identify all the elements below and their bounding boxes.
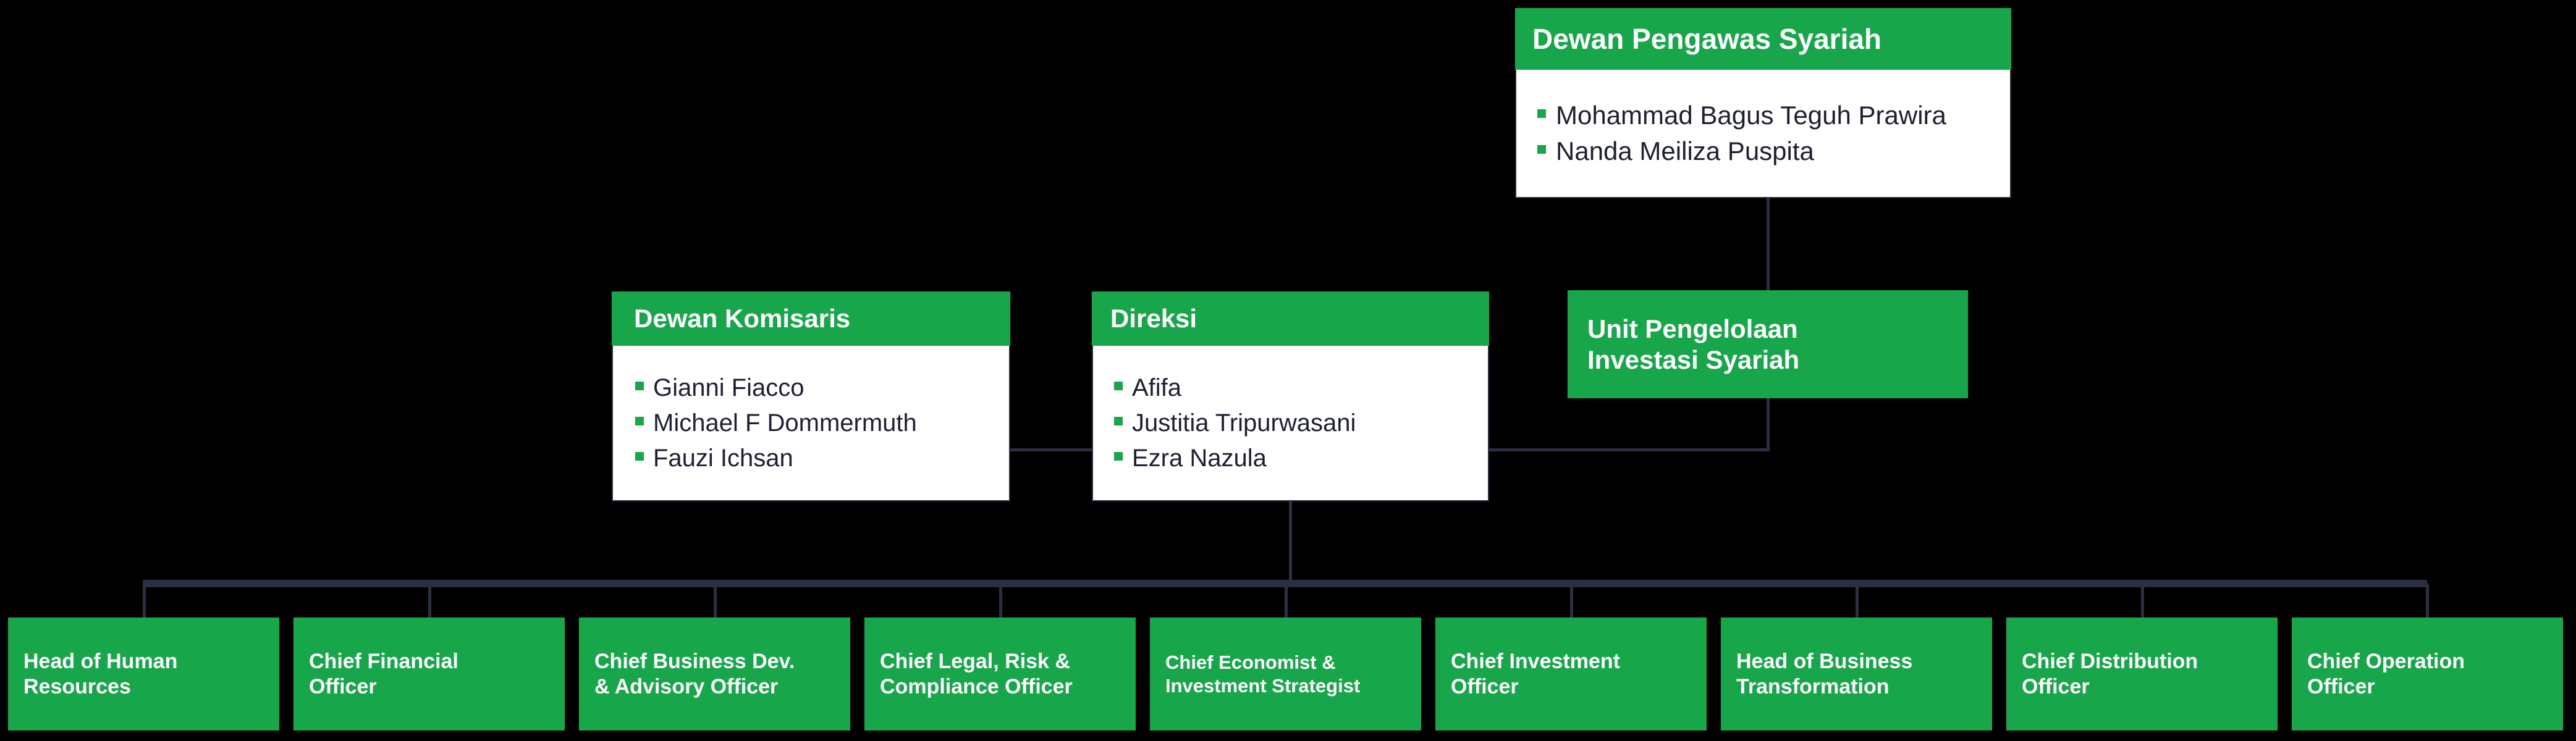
connector-upis-to-direksi — [1488, 448, 1770, 451]
connector-komisaris-to-direksi — [1007, 448, 1095, 451]
member-list-dewan-pengawas-syariah: Mohammad Bagus Teguh Prawira Nanda Meili… — [1532, 95, 1994, 172]
node-title-direksi: Direksi — [1092, 291, 1489, 346]
connector-dps-to-upis — [1767, 198, 1770, 292]
connector-upis-down — [1767, 398, 1770, 451]
node-unit-pengelolaan-investasi-syariah[interactable]: Unit Pengelolaan Investasi Syariah — [1568, 290, 1968, 398]
officer-line-2: Compliance Officer — [880, 674, 1073, 698]
officer-line-2: & Advisory Officer — [594, 674, 779, 698]
officer-label: Chief Investment Officer — [1451, 649, 1620, 700]
member-name: Michael F Dommermuth — [653, 409, 917, 437]
officer-line-1: Chief Financial — [309, 649, 458, 673]
officer-label: Head of Business Transformation — [1736, 649, 1912, 700]
node-officer-chief-legal-risk-compliance-officer[interactable]: Chief Legal, Risk & Compliance Officer — [864, 618, 1136, 731]
title-line-1: Unit Pengelolaan — [1587, 314, 1798, 343]
member-name: Fauzi Ichsan — [653, 445, 793, 472]
officer-line-1: Head of Human — [23, 649, 178, 673]
officer-line-1: Chief Economist & — [1165, 651, 1336, 674]
node-title-unit-pengelolaan-investasi-syariah: Unit Pengelolaan Investasi Syariah — [1587, 314, 1799, 375]
officer-line-2: Officer — [2022, 674, 2090, 698]
officer-line-1: Chief Investment — [1451, 649, 1620, 673]
member-name: Afifa — [1132, 374, 1182, 401]
node-officer-chief-business-dev-advisory-officer[interactable]: Chief Business Dev. & Advisory Officer — [579, 618, 850, 731]
officer-line-1: Chief Business Dev. — [594, 649, 795, 673]
title-line-2: Investasi Syariah — [1587, 345, 1800, 374]
officer-line-2: Resources — [23, 674, 131, 698]
node-dewan-pengawas-syariah[interactable]: Dewan Pengawas Syariah Mohammad Bagus Te… — [1515, 8, 2011, 198]
square-bullet-icon — [1114, 417, 1123, 425]
node-body-direksi: Afifa Justitia Tripurwasani Ezra Nazula — [1092, 346, 1489, 501]
drop-line-officer-9 — [2426, 584, 2429, 619]
member-name: Gianni Fiacco — [653, 374, 804, 401]
officer-label: Chief Business Dev. & Advisory Officer — [594, 649, 795, 700]
drop-line-officer-7 — [1856, 584, 1859, 619]
officer-line-2: Officer — [309, 674, 377, 698]
square-bullet-icon — [635, 382, 644, 390]
member-name: Mohammad Bagus Teguh Prawira — [1556, 101, 1946, 130]
node-direksi[interactable]: Direksi Afifa Justitia Tripurwasani Ezra… — [1092, 291, 1489, 501]
drop-line-officer-3 — [714, 584, 717, 619]
node-dewan-komisaris[interactable]: Dewan Komisaris Gianni Fiacco Michael F … — [612, 291, 1010, 501]
node-title-dewan-komisaris: Dewan Komisaris — [612, 291, 1010, 346]
drop-line-officer-1 — [143, 584, 146, 619]
list-item: Afifa — [1108, 374, 1473, 402]
list-item: Justitia Tripurwasani — [1108, 409, 1473, 437]
node-officer-chief-economist-investment-strategist[interactable]: Chief Economist & Investment Strategist — [1150, 618, 1421, 731]
officer-line-2: Investment Strategist — [1165, 674, 1361, 697]
square-bullet-icon — [1537, 144, 1546, 154]
list-item: Gianni Fiacco — [628, 374, 994, 402]
officer-label: Chief Legal, Risk & Compliance Officer — [880, 649, 1073, 700]
officer-line-1: Chief Distribution — [2022, 649, 2198, 673]
member-name: Nanda Meiliza Puspita — [1556, 136, 1814, 165]
member-name: Ezra Nazula — [1132, 445, 1267, 472]
square-bullet-icon — [1114, 452, 1123, 461]
drop-line-officer-2 — [428, 584, 431, 619]
officer-label: Chief Distribution Officer — [2022, 649, 2198, 700]
list-item: Michael F Dommermuth — [628, 409, 994, 437]
drop-line-officer-5 — [1285, 584, 1288, 619]
member-list-dewan-komisaris: Gianni Fiacco Michael F Dommermuth Fauzi… — [628, 367, 994, 479]
officer-label: Chief Economist & Investment Strategist — [1165, 651, 1360, 697]
node-officer-chief-investment-officer[interactable]: Chief Investment Officer — [1435, 618, 1707, 731]
officer-line-2: Officer — [2307, 674, 2375, 698]
drop-line-officer-8 — [2141, 584, 2144, 619]
list-item: Mohammad Bagus Teguh Prawira — [1532, 101, 1994, 130]
officer-line-1: Chief Operation — [2307, 649, 2465, 673]
officer-label: Head of Human Resources — [23, 649, 177, 700]
node-officer-chief-operation-officer[interactable]: Chief Operation Officer — [2292, 618, 2563, 731]
node-officer-head-of-business-transformation[interactable]: Head of Business Transformation — [1721, 618, 1992, 731]
drop-line-officer-4 — [999, 584, 1002, 619]
list-item: Ezra Nazula — [1108, 444, 1473, 472]
officer-line-2: Officer — [1451, 674, 1519, 698]
drop-line-officer-6 — [1570, 584, 1573, 619]
node-officer-chief-financial-officer[interactable]: Chief Financial Officer — [293, 618, 565, 731]
officer-line-2: Transformation — [1736, 674, 1890, 698]
square-bullet-icon — [1537, 109, 1546, 119]
list-item: Fauzi Ichsan — [628, 444, 994, 472]
node-body-dewan-pengawas-syariah: Mohammad Bagus Teguh Prawira Nanda Meili… — [1515, 70, 2011, 198]
officer-label: Chief Operation Officer — [2307, 649, 2465, 700]
node-officer-head-of-human-resources[interactable]: Head of Human Resources — [8, 618, 279, 731]
square-bullet-icon — [635, 452, 644, 461]
officer-line-1: Chief Legal, Risk & — [880, 649, 1070, 673]
list-item: Nanda Meiliza Puspita — [1532, 136, 1994, 166]
node-body-dewan-komisaris: Gianni Fiacco Michael F Dommermuth Fauzi… — [612, 346, 1010, 501]
member-name: Justitia Tripurwasani — [1132, 409, 1356, 437]
officer-line-1: Head of Business — [1736, 649, 1913, 673]
connector-direksi-to-bus — [1289, 501, 1292, 585]
square-bullet-icon — [1114, 382, 1123, 390]
node-officer-chief-distribution-officer[interactable]: Chief Distribution Officer — [2006, 618, 2278, 731]
member-list-direksi: Afifa Justitia Tripurwasani Ezra Nazula — [1108, 367, 1473, 479]
node-title-dewan-pengawas-syariah: Dewan Pengawas Syariah — [1515, 8, 2011, 70]
square-bullet-icon — [635, 417, 644, 425]
officer-label: Chief Financial Officer — [309, 649, 458, 700]
